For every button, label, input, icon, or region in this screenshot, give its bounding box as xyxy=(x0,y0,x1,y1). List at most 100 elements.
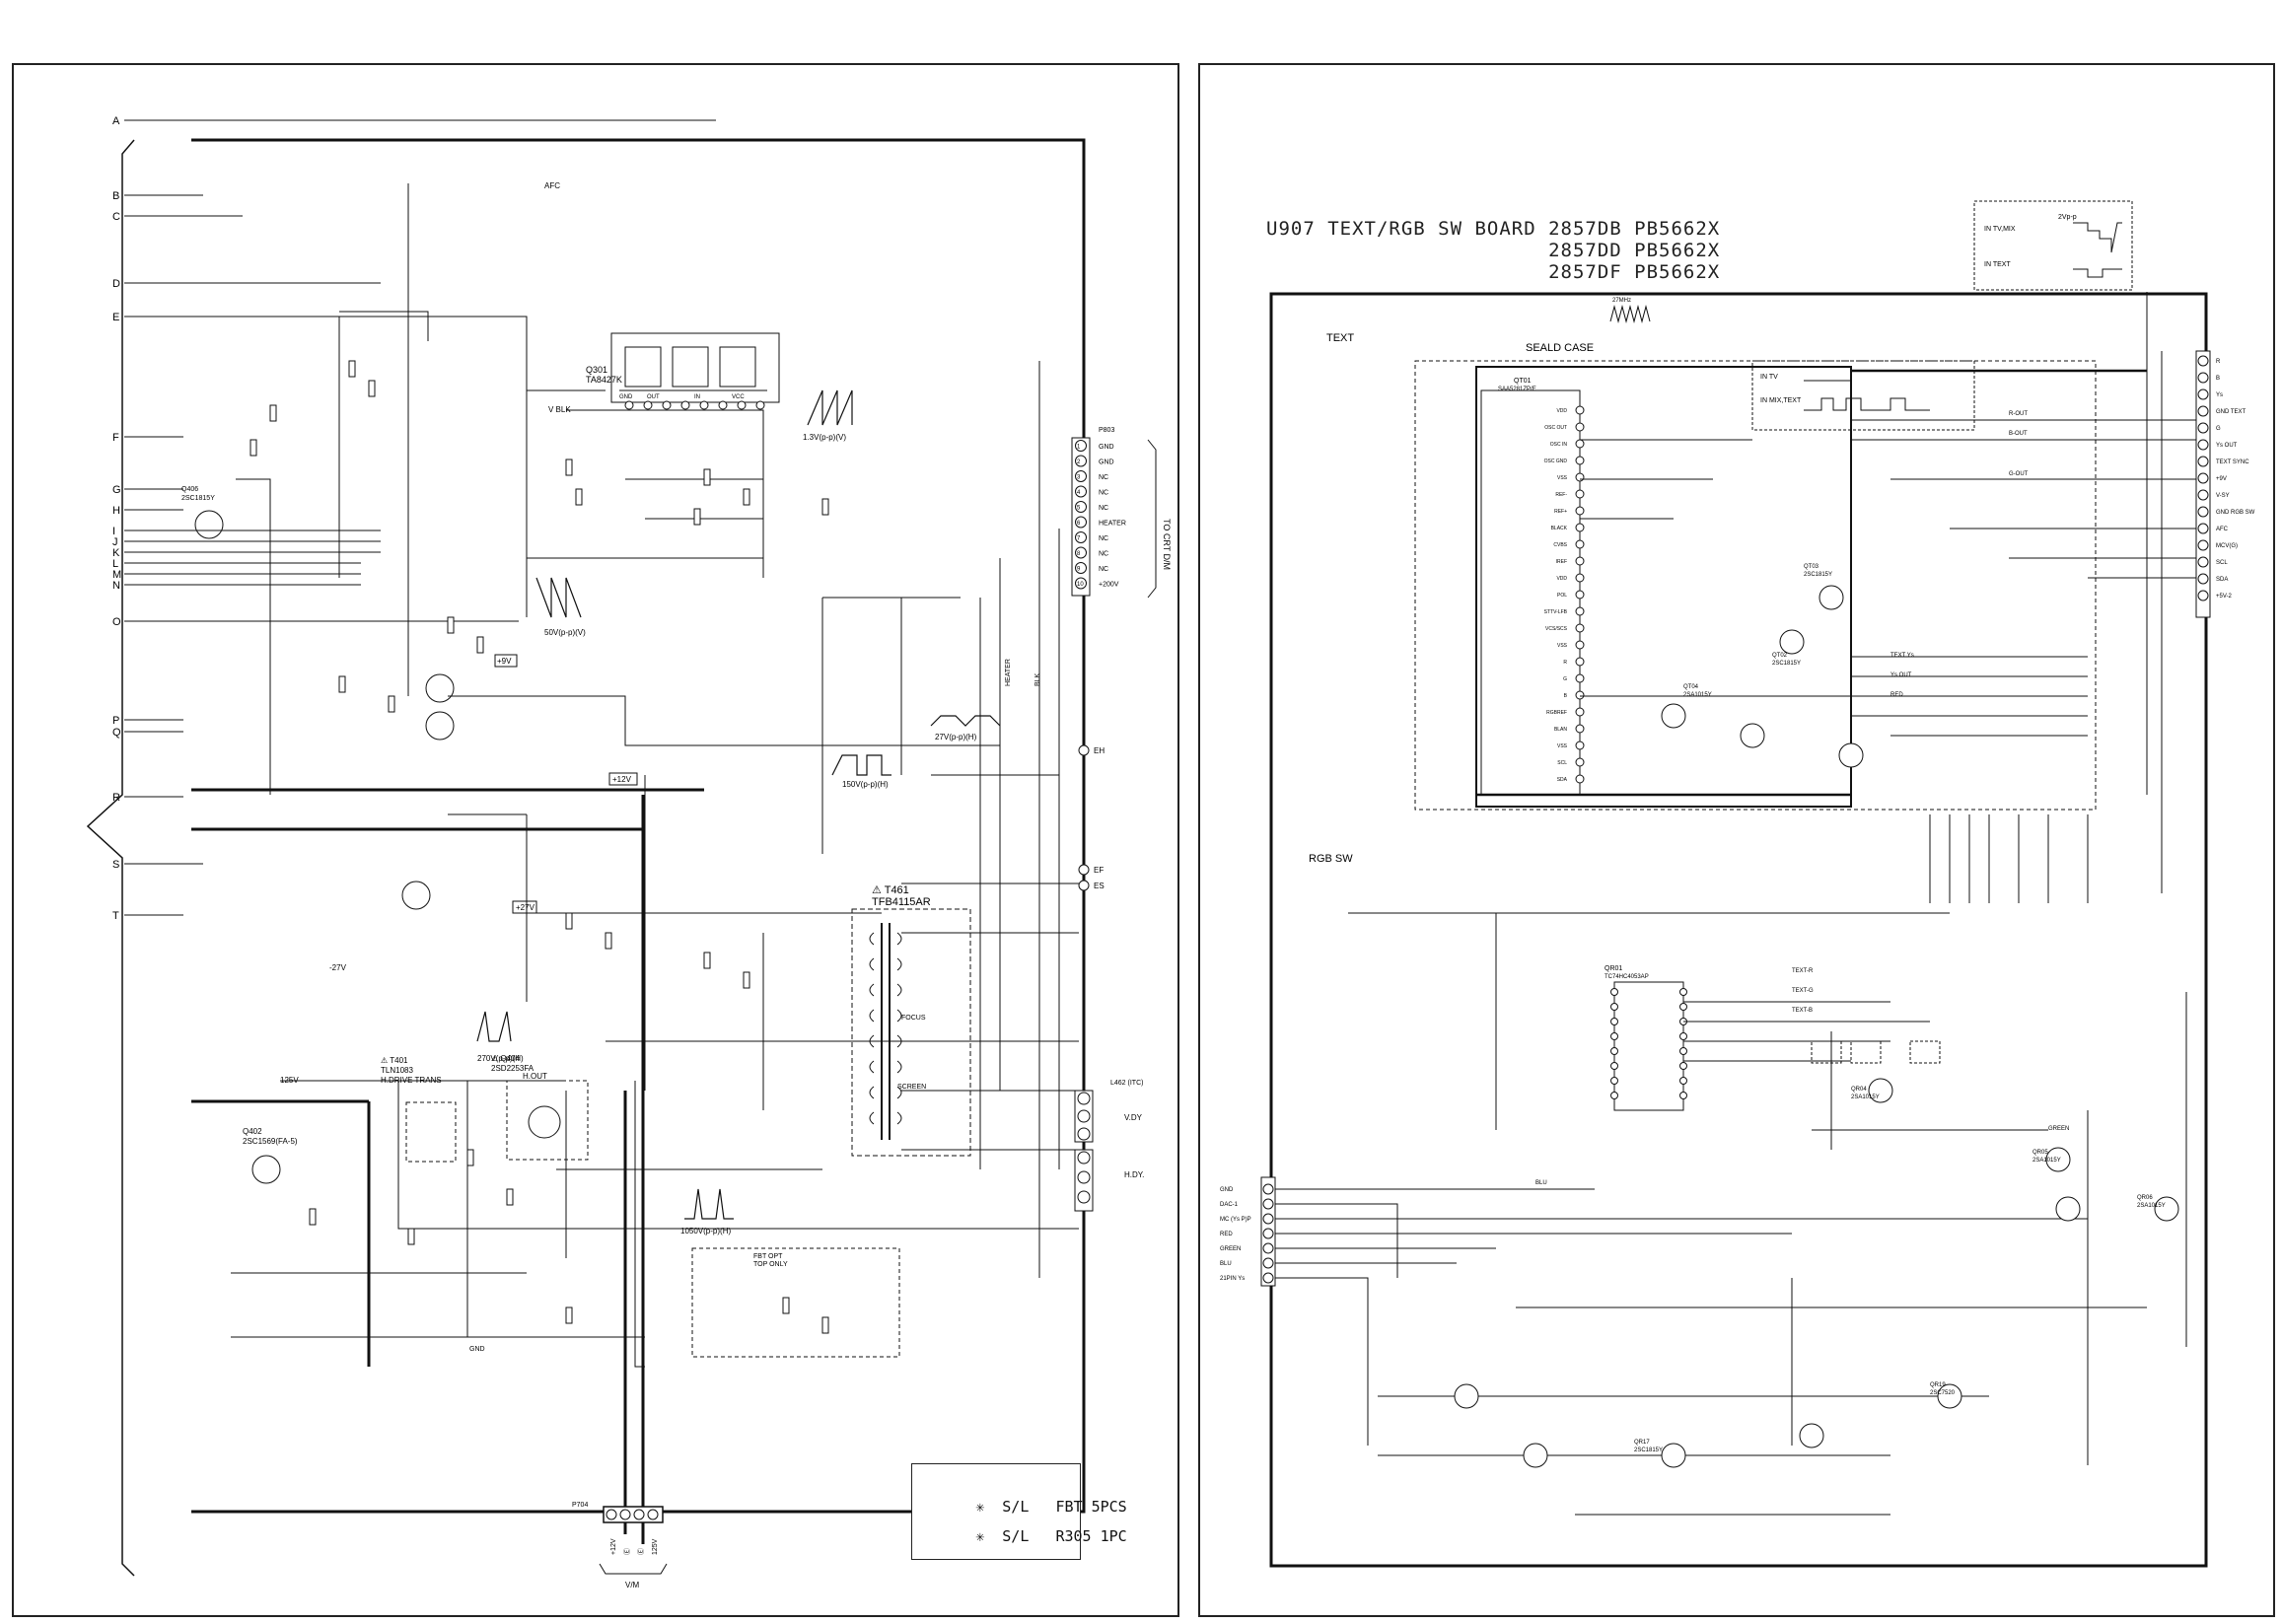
row-label-i: I xyxy=(112,526,115,537)
svg-text:GREEN: GREEN xyxy=(1220,1246,1241,1252)
svg-text:7: 7 xyxy=(1077,536,1081,542)
svg-text:VSS: VSS xyxy=(1557,743,1568,749)
svg-text:VSS: VSS xyxy=(1557,643,1568,649)
t461-part: TFB4115AR xyxy=(872,896,931,908)
t461-fbt xyxy=(851,908,971,1157)
row-wires xyxy=(124,119,716,916)
svg-text:H.DY.: H.DY. xyxy=(1124,1170,1144,1179)
row-label-q: Q xyxy=(112,727,121,739)
row-label-j: J xyxy=(112,536,118,548)
svg-text:SEALD CASE: SEALD CASE xyxy=(1526,342,1594,354)
svg-text:2SC1815Y: 2SC1815Y xyxy=(1772,661,1801,667)
svg-text:IN TV,MIX: IN TV,MIX xyxy=(1984,226,2016,233)
svg-text:REF-: REF- xyxy=(1555,492,1567,498)
svg-text:V-SY: V-SY xyxy=(2216,493,2230,499)
svg-text:TC74HC4053AP: TC74HC4053AP xyxy=(1605,974,1649,980)
svg-text:IN: IN xyxy=(694,394,700,400)
svg-text:CVBS: CVBS xyxy=(1553,542,1567,548)
svg-text:Q402: Q402 xyxy=(243,1127,262,1136)
svg-text:QR19: QR19 xyxy=(1930,1382,1946,1388)
svg-text:POL: POL xyxy=(1557,593,1567,599)
svg-text:TEXT: TEXT xyxy=(1326,332,1354,344)
svg-text:IN MIX,TEXT: IN MIX,TEXT xyxy=(1760,397,1802,404)
svg-text:+9V: +9V xyxy=(497,657,512,666)
power-rails xyxy=(191,788,704,1544)
svg-text:+27V: +27V xyxy=(516,903,535,912)
svg-text:10: 10 xyxy=(1077,582,1084,588)
svg-text:MC (Ys P)P: MC (Ys P)P xyxy=(1220,1217,1251,1223)
legend-box: ✳ S/L FBT 5PCS ✳ S/L R305 1PC xyxy=(911,1463,1127,1560)
svg-text:2SC7520: 2SC7520 xyxy=(1930,1390,1956,1396)
svg-text:VCC: VCC xyxy=(732,394,745,400)
svg-text:SDA: SDA xyxy=(1557,777,1568,783)
svg-text:NC: NC xyxy=(1099,474,1108,481)
svg-text:2: 2 xyxy=(1077,459,1081,465)
svg-text:QR05: QR05 xyxy=(2032,1150,2048,1156)
svg-text:-27V: -27V xyxy=(329,963,347,972)
signal-label: RED xyxy=(1890,692,1903,698)
svg-text:V/M: V/M xyxy=(625,1581,640,1589)
row-label-t: T xyxy=(112,910,119,922)
svg-text:+9V: +9V xyxy=(2216,476,2227,482)
sealed-case xyxy=(1475,366,1852,808)
board-title: U907 TEXT/RGB SW BOARD 2857DB PB5662X 28… xyxy=(1266,218,1720,283)
rgb-dashed-parts xyxy=(1811,1040,1941,1064)
svg-text:VSS: VSS xyxy=(1557,475,1568,481)
qr01-ic xyxy=(1610,981,1687,1111)
svg-text:OSC GND: OSC GND xyxy=(1544,459,1568,464)
svg-text:1050V(p-p)(H): 1050V(p-p)(H) xyxy=(680,1227,731,1236)
svg-text:NC: NC xyxy=(1099,551,1108,558)
svg-text:ES: ES xyxy=(1094,882,1105,890)
row-label-e: E xyxy=(112,312,119,323)
svg-text:SAA5281ZP/E: SAA5281ZP/E xyxy=(1498,387,1536,392)
row-label-o: O xyxy=(112,616,121,628)
svg-text:+12V: +12V xyxy=(610,1538,617,1555)
svg-text:+12V: +12V xyxy=(612,775,632,784)
q404-transistor xyxy=(528,1105,561,1139)
svg-text:NC: NC xyxy=(1099,490,1108,497)
svg-text:G: G xyxy=(2216,426,2221,432)
svg-text:125V: 125V xyxy=(652,1538,659,1555)
top-waveform-box xyxy=(1751,360,1975,431)
input-connector xyxy=(1260,1176,1276,1287)
svg-text:NC: NC xyxy=(1099,505,1108,512)
svg-text:GND: GND xyxy=(1099,459,1114,466)
t461-label: ⚠ T461 xyxy=(872,884,909,896)
svg-text:270V(p-p)(H): 270V(p-p)(H) xyxy=(477,1054,524,1063)
svg-text:AFC: AFC xyxy=(2216,527,2229,532)
svg-text:GND TEXT: GND TEXT xyxy=(2216,409,2246,415)
focus-label: FOCUS xyxy=(901,1015,926,1022)
crt-terminals xyxy=(1078,744,1090,891)
svg-text:TLN1083: TLN1083 xyxy=(381,1066,413,1075)
signal-label: GREEN xyxy=(2048,1126,2069,1132)
svg-text:EH: EH xyxy=(1094,746,1105,755)
svg-text:2Vp-p: 2Vp-p xyxy=(2058,214,2077,221)
svg-text:QR06: QR06 xyxy=(2137,1195,2153,1201)
svg-text:QR01: QR01 xyxy=(1605,965,1622,972)
svg-text:VDD: VDD xyxy=(1556,408,1567,414)
row-label-d: D xyxy=(112,278,120,290)
svg-text:2SC1815Y: 2SC1815Y xyxy=(1634,1447,1663,1453)
inset-waveform-box xyxy=(1973,200,2133,291)
svg-text:1: 1 xyxy=(1077,445,1081,451)
svg-text:AFC: AFC xyxy=(544,181,560,190)
svg-text:+200V: +200V xyxy=(1099,582,1119,589)
svg-text:OUT: OUT xyxy=(647,394,660,400)
svg-text:R: R xyxy=(1563,660,1567,666)
svg-text:HEATER: HEATER xyxy=(1005,659,1012,686)
signal-label: TEXT-G xyxy=(1792,988,1814,994)
svg-text:H.OUT: H.OUT xyxy=(523,1072,547,1081)
svg-text:27V(p-p)(H): 27V(p-p)(H) xyxy=(935,733,977,741)
svg-text:GND RGB SW: GND RGB SW xyxy=(2216,510,2255,516)
q301-pin-gnd: GND xyxy=(619,394,633,400)
svg-text:P803: P803 xyxy=(1099,427,1114,434)
svg-text:NC: NC xyxy=(1099,535,1108,542)
svg-text:QT01: QT01 xyxy=(1514,378,1532,385)
signal-label: TEXT-B xyxy=(1792,1008,1813,1014)
svg-text:RED: RED xyxy=(1220,1232,1233,1237)
svg-text:QT03: QT03 xyxy=(1804,564,1819,570)
right-thick-wires xyxy=(1476,369,2147,797)
svg-text:QR17: QR17 xyxy=(1634,1440,1650,1446)
